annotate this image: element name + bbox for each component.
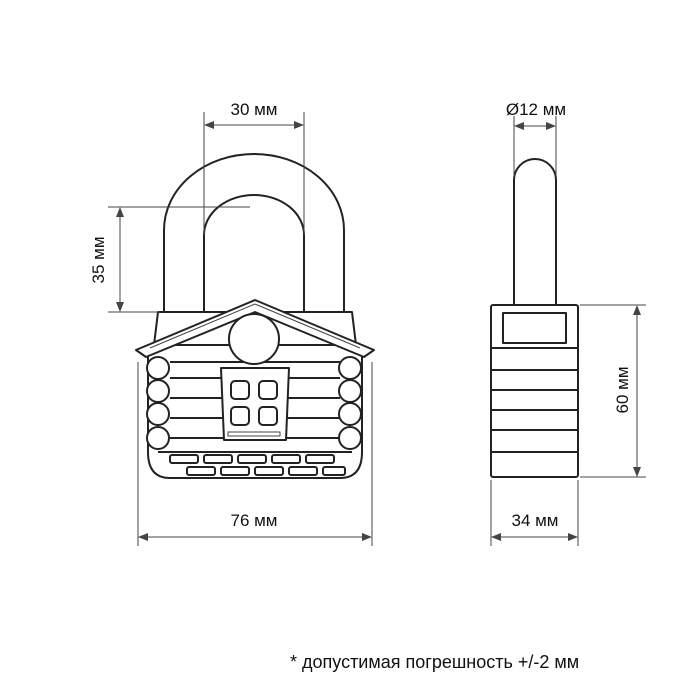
dim-shackle-gap — [203, 112, 305, 235]
log-ends-left — [146, 356, 170, 450]
shackle-side — [513, 158, 557, 306]
tolerance-note: * допустимая погрешность +/-2 мм — [290, 652, 580, 672]
side-lines — [491, 347, 578, 453]
dim-body-height — [580, 304, 646, 478]
log-ends-right — [338, 356, 362, 450]
padlock-front-view — [135, 153, 375, 479]
window-frame — [220, 367, 290, 441]
dim-body-thickness-label: 34 мм — [511, 511, 558, 530]
window-panes — [230, 380, 278, 426]
dim-shackle-gap-label: 30 мм — [230, 100, 277, 119]
dim-body-width-label: 76 мм — [230, 511, 277, 530]
roof — [135, 299, 375, 358]
foundation-bricks — [169, 454, 346, 476]
dim-shackle-height-label: 35 мм — [89, 236, 108, 283]
dim-body-thickness — [490, 480, 579, 546]
dim-shackle-diameter-label: Ø12 мм — [506, 100, 566, 119]
dim-body-height-label: 60 мм — [613, 366, 632, 413]
round-window — [228, 313, 280, 365]
dim-shackle-height — [108, 206, 250, 313]
dim-body-width — [137, 362, 373, 546]
padlock-side-view — [490, 158, 579, 478]
shackle — [163, 153, 345, 313]
dim-shackle-diameter — [513, 116, 557, 176]
